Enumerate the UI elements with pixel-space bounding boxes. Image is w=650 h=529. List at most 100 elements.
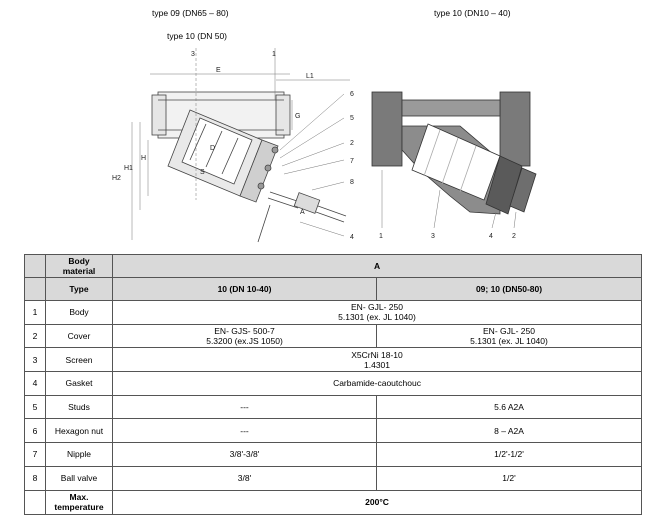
left-callout-8: 8 xyxy=(350,179,354,186)
material-line: EN- GJS- 500-7 xyxy=(214,326,275,337)
material-col-a: --- xyxy=(112,418,377,444)
header-body-line1: Body xyxy=(68,256,90,266)
material-line: 1/2' xyxy=(502,473,516,484)
left-callout-4: 4 xyxy=(350,234,354,241)
material-line: --- xyxy=(240,425,249,436)
material-line: 5.6 A2A xyxy=(494,402,524,413)
material-line: --- xyxy=(240,402,249,413)
row-number: 8 xyxy=(24,465,46,491)
left-strainer-drawing xyxy=(131,48,350,243)
row-number: 5 xyxy=(24,394,46,420)
header-empty-cell xyxy=(24,254,46,278)
right-callout-3: 3 xyxy=(431,233,435,240)
header-material-a: A xyxy=(111,254,643,278)
part-name: Gasket xyxy=(45,371,113,396)
material-col-a: --- xyxy=(112,394,377,420)
dim-g: G xyxy=(295,113,300,120)
material-col-b: 5.6 A2A xyxy=(375,394,643,420)
row-number: 7 xyxy=(24,442,46,467)
material-line: 3/8'-3/8' xyxy=(229,449,260,460)
max-temp-label-line2: temperature xyxy=(54,502,104,512)
material-line: 1.4301 xyxy=(364,359,390,370)
type-col-a: 10 (DN 10-40) xyxy=(112,277,377,301)
table-header-row: Body material A xyxy=(24,254,643,278)
header-body-material: Body material xyxy=(45,254,113,278)
technical-drawing: 3 1 6 5 2 7 8 4 E L1 G H1 H H2 D S A 1 3… xyxy=(112,48,537,243)
part-name: Cover xyxy=(45,323,113,349)
material-line: 3/8' xyxy=(237,473,252,484)
row-number: 2 xyxy=(24,323,46,349)
left-callout-2: 2 xyxy=(350,140,354,147)
max-temp-label: Max. temperature xyxy=(45,489,113,515)
dim-h2: H2 xyxy=(112,175,121,182)
header-body-line2: material xyxy=(62,266,96,276)
part-name: Body xyxy=(45,300,113,325)
part-name: Hexagon nut xyxy=(45,418,113,444)
dim-s: S xyxy=(200,169,205,176)
right-callout-4: 4 xyxy=(489,233,493,240)
dim-l1: L1 xyxy=(306,73,314,80)
left-callout-5: 5 xyxy=(350,115,354,122)
left-callout-7: 7 xyxy=(350,158,354,165)
right-callout-2: 2 xyxy=(512,233,516,240)
type-empty-cell xyxy=(24,277,46,301)
part-name: Nipple xyxy=(45,442,113,467)
caption-type10-dn10-40: type 10 (DN10 – 40) xyxy=(434,8,511,18)
material-line: EN- GJL- 250 xyxy=(483,326,535,337)
material-line: 5.1301 (ex. JL 1040) xyxy=(470,336,548,347)
row-number: 1 xyxy=(24,300,46,325)
max-temp-empty-cell xyxy=(24,489,46,515)
material-line: 1/2'-1/2' xyxy=(494,449,524,460)
part-name: Studs xyxy=(45,394,113,420)
caption-type10-dn50: type 10 (DN 50) xyxy=(167,31,227,41)
part-name: Screen xyxy=(45,347,113,373)
table-row-max-temp: Max. temperature 200°C xyxy=(24,489,643,515)
row-number: 3 xyxy=(24,347,46,373)
dim-d: D xyxy=(210,145,215,152)
material-table: Body material A Type 10 (DN 10-40) 09; 1… xyxy=(24,254,643,515)
material-col-a: 3/8' xyxy=(112,465,377,491)
row-number: 4 xyxy=(24,371,46,396)
dim-a: A xyxy=(300,209,305,216)
material-line: X5CrNi 18-10 xyxy=(351,349,403,360)
part-name: Ball valve xyxy=(45,465,113,491)
max-temp-value: 200°C xyxy=(111,489,643,515)
material-col-a: 3/8'-3/8' xyxy=(112,442,377,467)
dim-e: E xyxy=(216,67,221,74)
left-callout-1: 1 xyxy=(272,51,276,58)
material-line: 8 – A2A xyxy=(494,425,524,436)
right-callout-1: 1 xyxy=(379,233,383,240)
type-col-b: 09; 10 (DN50-80) xyxy=(375,277,643,301)
row-number: 6 xyxy=(24,418,46,444)
dim-h: H xyxy=(141,155,146,162)
table-type-row: Type 10 (DN 10-40) 09; 10 (DN50-80) xyxy=(24,277,643,301)
material-line: 5.1301 (ex. JL 1040) xyxy=(338,312,416,323)
max-temp-label-line1: Max. xyxy=(69,492,89,502)
material-merged-cell: Carbamide-caoutchouc xyxy=(111,371,643,396)
material-line: Carbamide-caoutchouc xyxy=(333,378,421,389)
material-col-b: 1/2'-1/2' xyxy=(375,442,643,467)
caption-type09: type 09 (DN65 – 80) xyxy=(152,8,229,18)
material-col-b: 1/2' xyxy=(375,465,643,491)
material-col-b: 8 – A2A xyxy=(375,418,643,444)
left-callout-3: 3 xyxy=(191,51,195,58)
right-strainer-drawing xyxy=(371,91,537,229)
dim-h1: H1 xyxy=(124,165,133,172)
material-line: EN- GJL- 250 xyxy=(351,302,403,313)
left-callout-6: 6 xyxy=(350,91,354,98)
type-label: Type xyxy=(45,277,113,301)
material-line: 5.3200 (ex.JS 1050) xyxy=(206,336,283,347)
